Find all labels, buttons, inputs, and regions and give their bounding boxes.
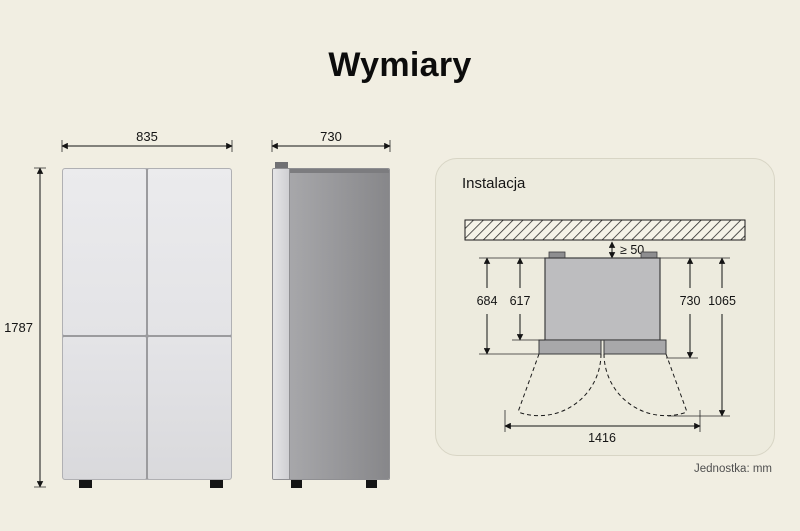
page-title: Wymiary [328, 46, 472, 84]
front-width-dimension: 835 [61, 129, 233, 152]
fridge-feet [79, 480, 377, 488]
fridge-door-top-left [63, 169, 146, 335]
fridge-side-view [272, 168, 390, 480]
installation-heading: Instalacja [462, 175, 526, 192]
fridge-door-bottom-right [148, 337, 231, 479]
fridge-door-top-right [148, 169, 231, 335]
side-depth-dimension: 730 [271, 129, 391, 152]
front-width-label: 835 [136, 129, 158, 144]
unit-note: Jednostka: mm [694, 463, 772, 475]
front-height-label: 1787 [4, 320, 33, 335]
installation-panel: Instalacja [435, 158, 775, 456]
fridge-front-view [62, 168, 232, 480]
front-height-dimension: 1787 [4, 167, 46, 488]
fridge-side-body [290, 169, 389, 479]
side-depth-label: 730 [320, 129, 342, 144]
fridge-door-bottom-left [63, 337, 146, 479]
fridge-side-door-edge [273, 169, 290, 479]
